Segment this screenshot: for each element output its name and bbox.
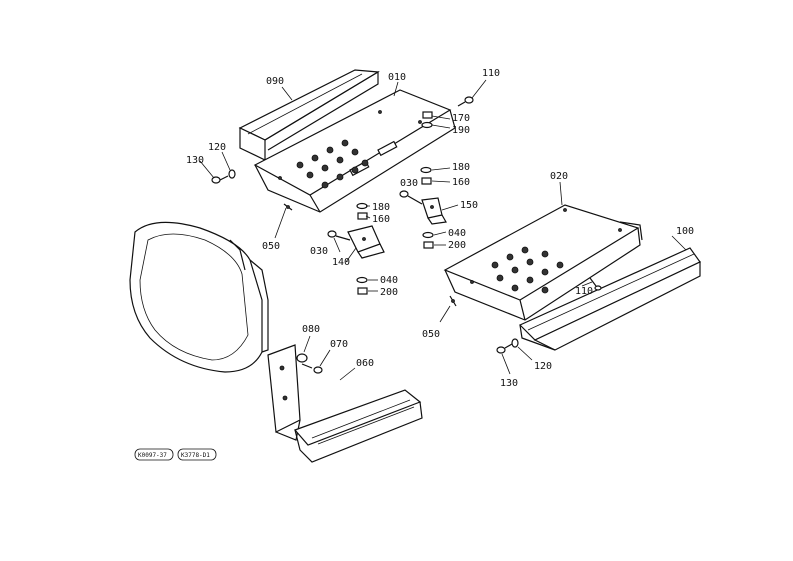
rail-100 (518, 247, 701, 351)
label-200-upper: 200 (448, 240, 466, 251)
label-140: 140 (332, 257, 350, 268)
nut-170 (422, 111, 433, 119)
washer-040-upper (422, 231, 434, 239)
label-110-top: 110 (482, 68, 500, 79)
clip-050-left (283, 203, 293, 211)
bolt-110-top (457, 96, 474, 107)
rail-090 (238, 69, 380, 161)
label-110-right: 110 (575, 286, 593, 297)
plate-010 (253, 89, 456, 213)
washer-120-left (228, 169, 236, 179)
washer-190 (421, 121, 433, 129)
plate-020-holes (491, 246, 564, 294)
label-130-right: 130 (500, 378, 518, 389)
part-labels: 090 010 110 170 190 120 130 180 160 030 … (186, 68, 694, 389)
nut-200-upper (423, 241, 434, 249)
label-080: 080 (302, 324, 320, 335)
label-050-left: 050 (262, 241, 280, 252)
ref-code-1: K0097-37 (138, 452, 167, 459)
label-060: 060 (356, 358, 374, 369)
nut-200-lower (357, 287, 368, 295)
washer-120-right (511, 338, 519, 348)
washer-080 (296, 353, 308, 363)
label-120-left: 120 (208, 142, 226, 153)
bracket-150 (421, 197, 447, 225)
label-010: 010 (388, 72, 406, 83)
label-090: 090 (266, 76, 284, 87)
plate-010-holes (296, 139, 369, 189)
label-040-upper: 040 (448, 228, 466, 239)
bolt-030-upper (399, 190, 423, 205)
nut-160-right (421, 177, 432, 185)
label-020: 020 (550, 171, 568, 182)
label-030-upper: 030 (400, 178, 418, 189)
label-160-center: 160 (372, 214, 390, 225)
clip-050-right (449, 295, 457, 307)
label-190: 190 (452, 125, 470, 136)
label-100: 100 (676, 226, 694, 237)
label-120-right: 120 (534, 361, 552, 372)
ref-code-2: K3778-D1 (181, 452, 210, 459)
bracket-140 (347, 225, 385, 259)
bolt-110-right (589, 277, 602, 291)
label-160-right: 160 (452, 177, 470, 188)
label-070: 070 (330, 339, 348, 350)
label-150: 150 (460, 200, 478, 211)
nut-160-center (357, 212, 368, 220)
leader-lines (199, 79, 687, 381)
label-040-lower: 040 (380, 275, 398, 286)
ref-box-1 (134, 448, 174, 461)
bolt-130-left (211, 175, 229, 184)
label-180-center: 180 (372, 202, 390, 213)
label-130-left: 130 (186, 155, 204, 166)
washer-180-center (356, 202, 368, 210)
fan-shroud (129, 221, 269, 373)
label-180-right: 180 (452, 162, 470, 173)
washer-040-lower (356, 276, 368, 284)
label-170: 170 (452, 113, 470, 124)
bolt-030-lower (327, 230, 351, 241)
step-060 (267, 344, 423, 463)
label-200-lower: 200 (380, 287, 398, 298)
bolt-130-right (496, 343, 513, 354)
fasteners (211, 96, 602, 374)
label-030-lower: 030 (310, 246, 328, 257)
washer-180-right (420, 166, 432, 174)
bolt-070 (301, 363, 323, 374)
label-050-right: 050 (422, 329, 440, 340)
ref-box-2 (177, 448, 217, 461)
plate-020 (443, 204, 643, 321)
reference-codes: K0097-37 K3778-D1 (134, 448, 217, 461)
